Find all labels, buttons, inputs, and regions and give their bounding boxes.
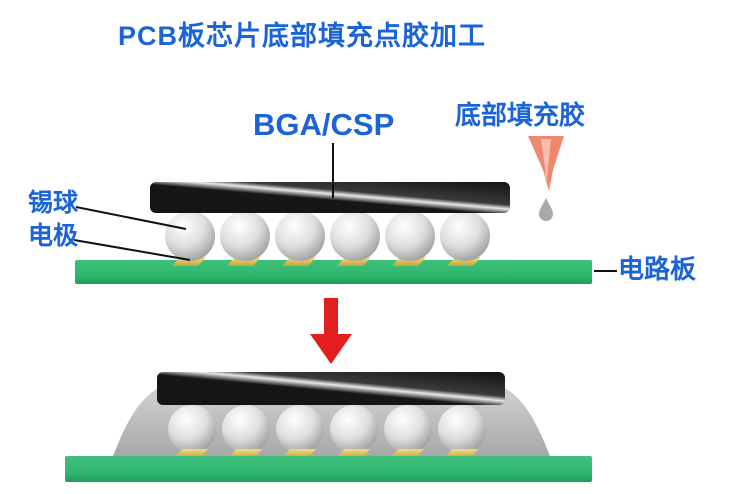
label-bga-csp: BGA/CSP xyxy=(253,107,395,142)
label-solder-ball: 锡球 xyxy=(28,189,79,217)
label-underfill-glue: 底部填充胶 xyxy=(455,100,586,130)
down-arrow-icon xyxy=(310,298,352,364)
solder-ball xyxy=(276,405,324,453)
electrode-pad xyxy=(174,449,208,458)
solder-ball xyxy=(438,405,486,453)
stage-before-assembly xyxy=(73,136,617,284)
solder-ball xyxy=(440,211,490,261)
pcb-board xyxy=(65,456,592,482)
electrode-pad xyxy=(282,449,316,458)
label-electrode: 电极 xyxy=(28,222,79,250)
leader-line-electrode xyxy=(73,239,191,261)
solder-ball xyxy=(384,405,432,453)
label-circuit-board: 电路板 xyxy=(618,254,697,284)
electrode-pads xyxy=(172,257,481,266)
electrode-pad xyxy=(390,449,424,458)
solder-ball xyxy=(330,405,378,453)
solder-ball xyxy=(275,211,325,261)
pcb-board xyxy=(75,260,592,284)
solder-ball xyxy=(168,405,216,453)
nozzle-highlight xyxy=(541,139,551,185)
glue-droplet-icon xyxy=(539,198,553,221)
electrode-pad xyxy=(444,449,478,458)
chip-body xyxy=(157,372,505,405)
electrode-pads xyxy=(174,449,478,458)
stage-after-assembly xyxy=(65,372,592,482)
solder-balls xyxy=(165,211,490,261)
electrode-pad xyxy=(336,449,370,458)
solder-ball xyxy=(220,211,270,261)
leader-line-solder-ball xyxy=(75,206,187,230)
solder-ball xyxy=(165,211,215,261)
solder-ball xyxy=(222,405,270,453)
solder-balls xyxy=(168,405,486,453)
solder-ball xyxy=(330,211,380,261)
leader-lines xyxy=(73,143,617,272)
solder-ball xyxy=(385,211,435,261)
chip-body xyxy=(150,182,510,213)
dispenser-nozzle xyxy=(528,136,564,191)
diagram-title: PCB板芯片底部填充点胶加工 xyxy=(118,21,487,51)
electrode-pad xyxy=(228,449,262,458)
